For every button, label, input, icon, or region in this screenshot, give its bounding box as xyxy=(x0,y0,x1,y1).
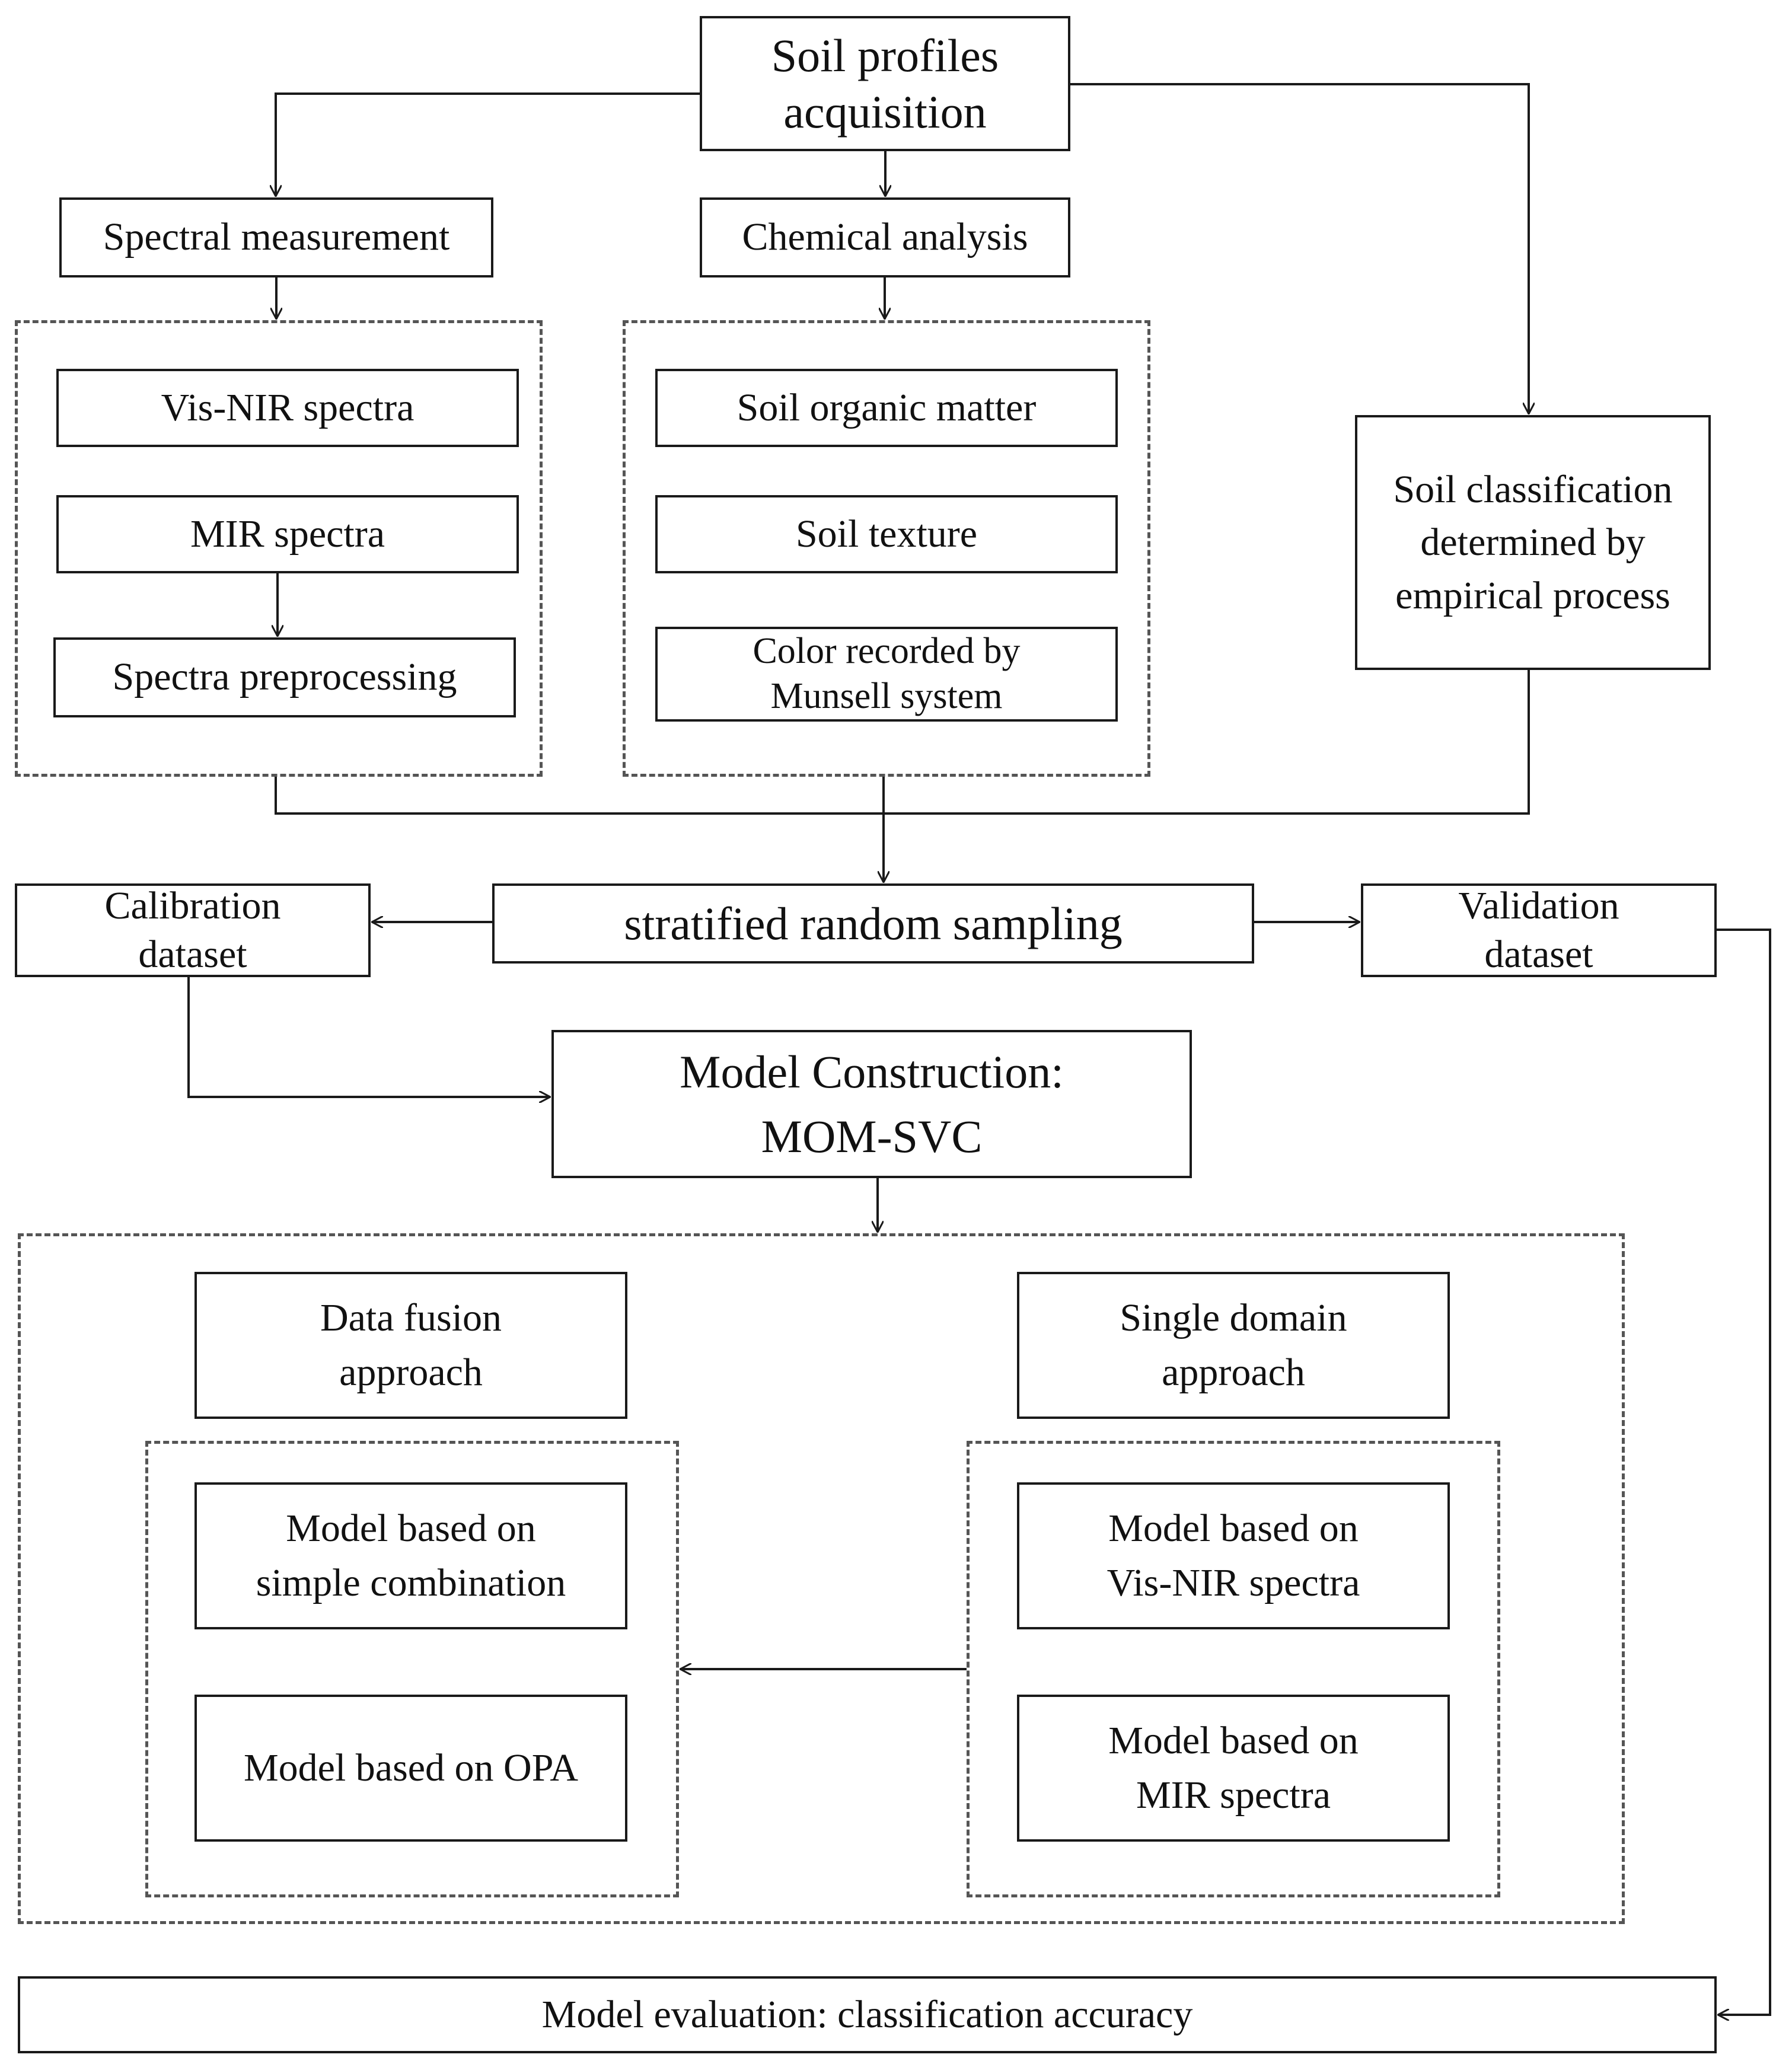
edge-calibration-to-model xyxy=(187,977,550,1097)
model-vis-nir-box: Model based on Vis-NIR spectra xyxy=(1017,1482,1450,1629)
spectra-preprocessing-box: Spectra preprocessing xyxy=(53,637,516,717)
data-fusion-group xyxy=(145,1441,679,1897)
color-munsell-box: Color recorded by Munsell system xyxy=(655,627,1118,722)
single-domain-approach-box: Single domain approach xyxy=(1017,1272,1450,1419)
soil-organic-matter-box: Soil organic matter xyxy=(655,369,1118,447)
edge-soil-to-spectral xyxy=(276,92,700,196)
spectral-group xyxy=(15,320,543,777)
soil-profiles-acquisition-box: Soil profiles acquisition xyxy=(700,16,1070,151)
model-evaluation-box: Model evaluation: classification accurac… xyxy=(18,1976,1717,2053)
model-construction-box: Model Construction: MOM-SVC xyxy=(551,1030,1192,1178)
model-mir-box: Model based on MIR spectra xyxy=(1017,1695,1450,1842)
chemical-group xyxy=(623,320,1150,777)
soil-texture-box: Soil texture xyxy=(655,495,1118,573)
model-opa-box: Model based on OPA xyxy=(194,1695,627,1842)
validation-dataset-box: Validation dataset xyxy=(1361,883,1717,977)
approach-group xyxy=(18,1233,1625,1924)
spectral-measurement-box: Spectral measurement xyxy=(59,197,493,277)
edge-spectral-group-join xyxy=(275,670,1530,815)
single-domain-group xyxy=(967,1441,1500,1897)
soil-classification-box: Soil classification determined by empiri… xyxy=(1355,415,1711,670)
data-fusion-approach-box: Data fusion approach xyxy=(194,1272,627,1419)
chemical-analysis-box: Chemical analysis xyxy=(700,197,1070,277)
edge-soil-to-classification xyxy=(1070,83,1529,414)
mir-spectra-box: MIR spectra xyxy=(56,495,519,573)
model-simple-combination-box: Model based on simple combination xyxy=(194,1482,627,1629)
calibration-dataset-box: Calibration dataset xyxy=(15,883,371,977)
vis-nir-spectra-box: Vis-NIR spectra xyxy=(56,369,519,447)
stratified-random-sampling-box: stratified random sampling xyxy=(492,883,1254,964)
edge-validation-to-evaluation xyxy=(1717,929,1771,2015)
